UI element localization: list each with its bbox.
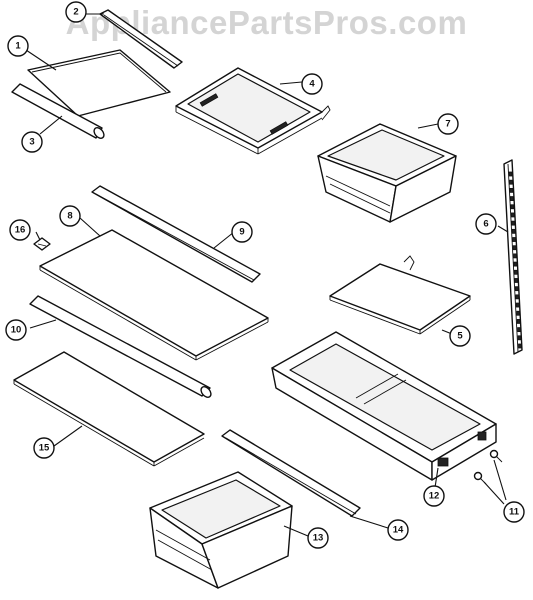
rail-slot [516,319,521,324]
rail-slot [515,294,520,300]
leader-lines [25,13,509,537]
rail-slot [517,327,521,333]
part-16-clip[interactable] [33,237,51,251]
callout-9: 9 [231,221,253,243]
svg-text:13: 13 [313,533,324,544]
svg-text:15: 15 [39,443,50,454]
callout-8: 8 [59,205,81,227]
rail-slot [514,286,519,292]
part-13-bottom-drawer[interactable] [149,471,293,589]
part-9-shelf-rear-trim[interactable] [91,185,261,283]
callout-16: 16 [9,219,31,241]
part-11-screws[interactable] [473,449,503,485]
rail-slot [508,171,513,177]
svg-text:16: 16 [15,225,26,236]
callout-10: 10 [5,319,27,341]
rail-slot [510,212,515,218]
svg-text:3: 3 [29,137,34,148]
svg-text:7: 7 [445,119,450,130]
callout-7: 7 [437,113,459,135]
part-5-small-shelf[interactable] [329,255,471,335]
callout-1: 1 [7,35,29,57]
svg-text:6: 6 [483,219,488,230]
part-8-glass-shelf[interactable] [39,229,269,361]
rail-slot [511,228,516,234]
part-4-cantilever-shelf[interactable] [175,67,331,155]
part-1-shelf-glass[interactable] [27,49,171,117]
svg-text:4: 4 [309,79,315,90]
part-2-shelf-trim[interactable] [99,9,183,69]
part-10-front-trim[interactable] [29,295,213,399]
rail-slot [509,196,514,201]
svg-text:5: 5 [457,331,463,342]
rail-slot [512,237,517,242]
part-6-shelf-rail[interactable] [503,159,523,355]
svg-text:1: 1 [15,41,21,52]
rail-slot [510,204,515,210]
part-14-trim-strip[interactable] [221,429,361,517]
svg-text:10: 10 [11,325,22,336]
rail-slot [518,343,522,349]
rail-slot [515,302,520,308]
part-15-shelf-panel[interactable] [13,351,205,467]
svg-text:12: 12 [429,491,440,502]
callout-5: 5 [449,325,471,347]
rail-slot [512,245,517,251]
svg-text:9: 9 [239,227,244,238]
callout-15: 15 [33,437,55,459]
rail-slot [514,269,518,275]
rail-slot [513,261,518,267]
callout-12: 12 [423,485,445,507]
callout-11: 11 [503,501,525,523]
rail-slot [509,179,513,185]
part-7-drawer[interactable] [317,123,457,223]
rail-slot [516,310,521,316]
part-3-shelf-front-trim[interactable] [11,83,106,140]
part-12-pan-frame[interactable] [271,331,497,481]
callout-4: 4 [301,73,323,95]
callout-3: 3 [21,131,43,153]
callout-6: 6 [475,213,497,235]
callout-2: 2 [65,1,87,23]
svg-text:14: 14 [393,525,404,536]
svg-text:2: 2 [73,7,78,18]
rail-slot [514,278,519,283]
rail-slot [509,187,514,193]
rail-slot [513,253,517,259]
svg-text:8: 8 [67,211,72,222]
rail-slot [517,335,522,341]
rail-slot [511,220,516,226]
svg-text:11: 11 [509,507,520,518]
callout-14: 14 [387,519,409,541]
callout-13: 13 [307,527,329,549]
